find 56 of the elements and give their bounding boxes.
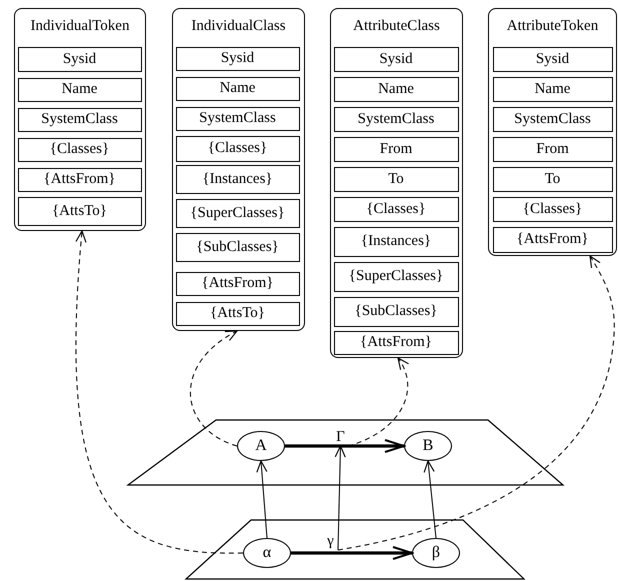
attribute-field: To [492, 166, 612, 192]
attribute-field: Sysid [18, 46, 142, 72]
attribute-field: SystemClass [18, 108, 142, 132]
card-title: IndividualToken [30, 18, 130, 35]
attribute-field: {AttsFrom} [18, 168, 142, 192]
attribute-field: Name [176, 76, 300, 100]
mapping-label: γ [323, 532, 338, 550]
dashed-arrow [190, 330, 238, 446]
attribute-field: {AttsTo} [176, 302, 300, 326]
attribute-field: From [492, 136, 612, 162]
card-title: AttributeToken [506, 18, 600, 35]
attribute-field: Sysid [492, 46, 612, 72]
mapping-label: Γ [333, 428, 348, 446]
arrow [256, 460, 268, 538]
thick-arrow [285, 439, 405, 453]
thick-arrow [291, 546, 413, 560]
attribute-field: Name [492, 76, 612, 102]
attribute-field: SystemClass [334, 106, 458, 132]
class-card [330, 8, 463, 358]
attribute-field: {Classes} [176, 136, 300, 162]
attribute-field: {SuperClasses} [176, 198, 300, 228]
attribute-field: {AttsFrom} [334, 330, 458, 354]
attribute-field: {Classes} [492, 196, 612, 222]
plane [186, 520, 524, 579]
attribute-field: SystemClass [176, 106, 300, 130]
arrow [424, 460, 436, 538]
attribute-field: To [334, 166, 458, 192]
object-ellipse: A [237, 431, 285, 461]
class-card [14, 8, 146, 231]
attribute-field: {SubClasses} [334, 296, 458, 326]
dashed-arrow [76, 230, 244, 554]
attribute-field: SystemClass [492, 106, 612, 132]
card-title: AttributeClass [352, 18, 441, 35]
attribute-field: {Classes} [334, 196, 458, 222]
attribute-field: Name [18, 78, 142, 102]
object-ellipse: B [404, 431, 452, 461]
attribute-field: {SubClasses} [176, 232, 300, 262]
object-ellipse: β [412, 538, 460, 568]
attribute-field: Sysid [334, 46, 458, 72]
attribute-field: {Classes} [18, 138, 142, 162]
attribute-field: {AttsTo} [18, 196, 142, 226]
arrow [334, 445, 346, 550]
plane [128, 420, 563, 485]
attribute-field: {AttsFrom} [176, 272, 300, 296]
attribute-field: Sysid [176, 46, 300, 70]
attribute-field: Name [334, 76, 458, 102]
attribute-field: {Instances} [176, 164, 300, 194]
dashed-arrow [338, 255, 615, 550]
class-card [488, 8, 617, 256]
attribute-field: {SuperClasses} [334, 262, 458, 292]
card-title: IndividualClass [190, 18, 287, 35]
attribute-field: {AttsFrom} [492, 226, 612, 252]
class-card [172, 8, 305, 331]
attribute-field: From [334, 136, 458, 162]
attribute-field: {Instances} [334, 226, 458, 256]
object-ellipse: α [243, 538, 291, 568]
